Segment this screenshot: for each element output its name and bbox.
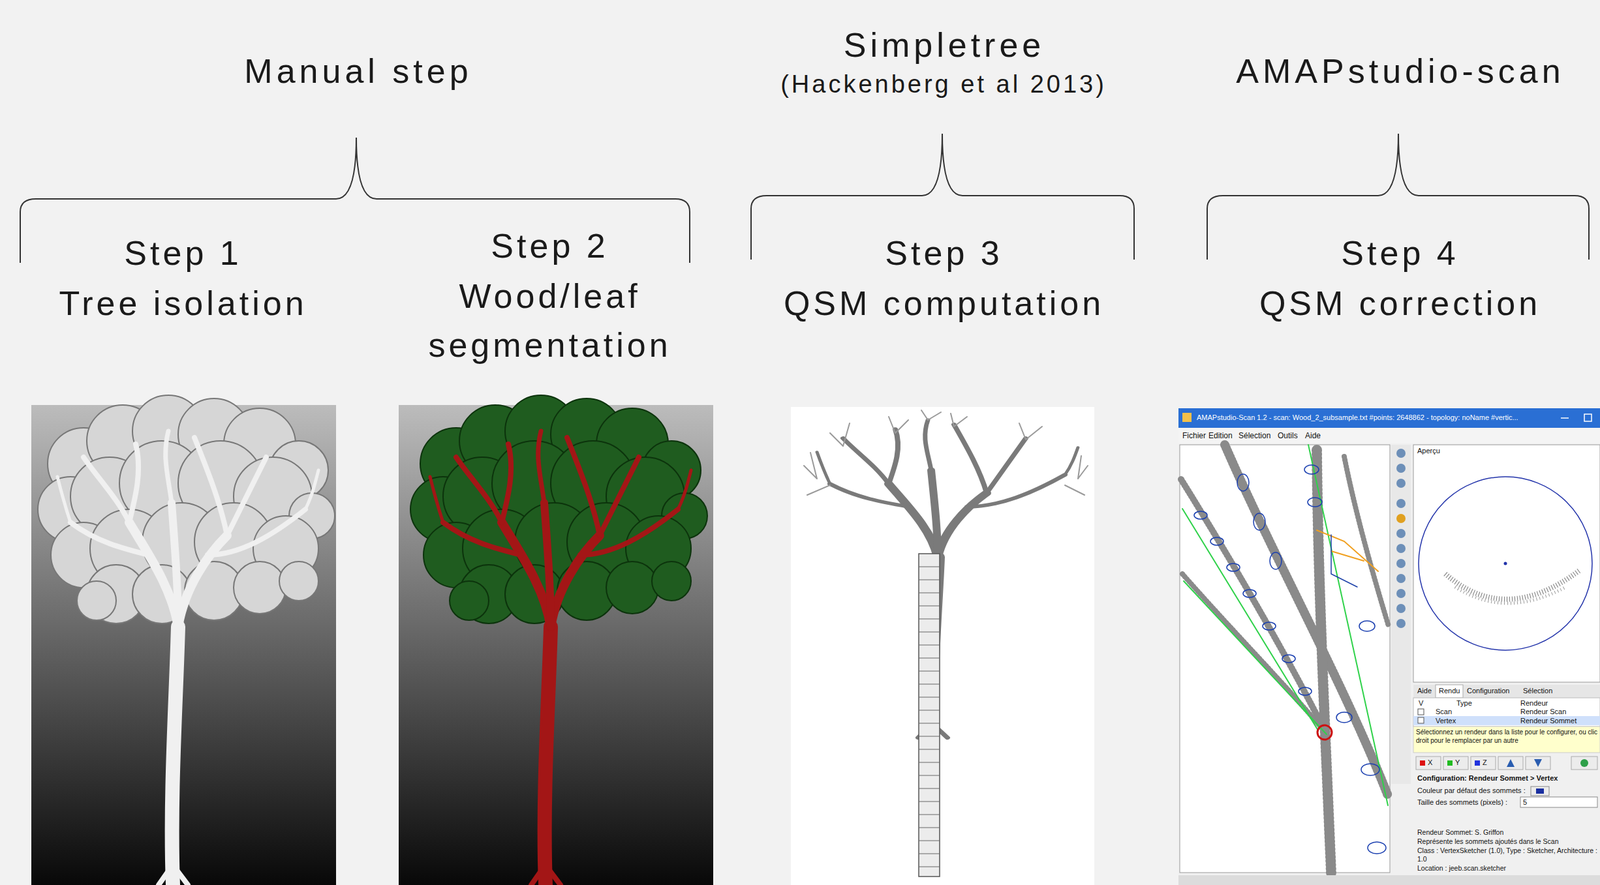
- config-title: Configuration: Rendeur Sommet > Vertex: [1417, 774, 1558, 784]
- menu-item: Fichier: [1182, 431, 1206, 441]
- step-label: QSM computation: [783, 283, 1105, 324]
- info-text: Class : VertexSketcher (1.0), Type : Ske…: [1417, 846, 1598, 864]
- step-label: QSM correction: [1259, 283, 1541, 324]
- step-label: Wood/leaf segmentation: [393, 272, 707, 370]
- group-label: Manual step: [244, 50, 472, 92]
- table-cell: Vertex: [1435, 717, 1456, 726]
- table-header: Rendeur: [1520, 699, 1548, 708]
- tree-scan: [31, 395, 337, 885]
- tab-label: Aide: [1417, 687, 1432, 696]
- tab-label: Rendu: [1438, 687, 1460, 696]
- field-label: Couleur par défaut des sommets :: [1417, 786, 1526, 796]
- button-label: X: [1427, 758, 1433, 768]
- step-label: Step 1: [123, 232, 242, 274]
- window-title: AMAPstudio-Scan 1.2 - scan: Wood_2_subsa…: [1196, 413, 1519, 423]
- info-text: Rendeur Sommet: S. Griffon: [1417, 828, 1598, 838]
- citation-label: (Hackenberg et al 2013): [780, 69, 1107, 100]
- step-label: Step 3: [884, 232, 1003, 274]
- step-label: Tree isolation: [58, 283, 307, 324]
- group-label: Simpletree: [843, 24, 1046, 66]
- table-header: Type: [1456, 699, 1473, 708]
- segmented-tree: [398, 395, 714, 885]
- step-label: Step 4: [1340, 232, 1459, 274]
- info-text: Location : jeeb.scan.sketcher: [1417, 864, 1598, 874]
- group-label: AMAPstudio-scan: [1235, 50, 1565, 92]
- table-cell: Scan: [1435, 707, 1452, 717]
- software-screenshot: [1178, 408, 1600, 885]
- step-label: Step 2: [490, 225, 609, 267]
- table-cell: Rendeur Sommet: [1520, 717, 1577, 726]
- menu-item: Edition: [1208, 431, 1233, 441]
- button-label: Z: [1482, 758, 1488, 768]
- menu-item: Sélection: [1238, 431, 1271, 441]
- tab-label: Sélection: [1523, 687, 1553, 696]
- info-text: Représente les sommets ajoutés dans le S…: [1417, 837, 1598, 847]
- field-value: 5: [1523, 798, 1527, 808]
- qsm-model: [790, 407, 1095, 885]
- field-label: Taille des sommets (pixels) :: [1417, 798, 1508, 808]
- tab-label: Configuration: [1466, 687, 1510, 696]
- help-note: Sélectionnez un rendeur dans la liste po…: [1415, 728, 1598, 746]
- menu-item: Outils: [1277, 431, 1298, 441]
- panel-title: Aperçu: [1417, 446, 1441, 456]
- menu-item: Aide: [1305, 431, 1321, 441]
- table-header: V: [1418, 699, 1424, 708]
- table-cell: Rendeur Scan: [1520, 707, 1567, 717]
- button-label: Y: [1455, 758, 1460, 768]
